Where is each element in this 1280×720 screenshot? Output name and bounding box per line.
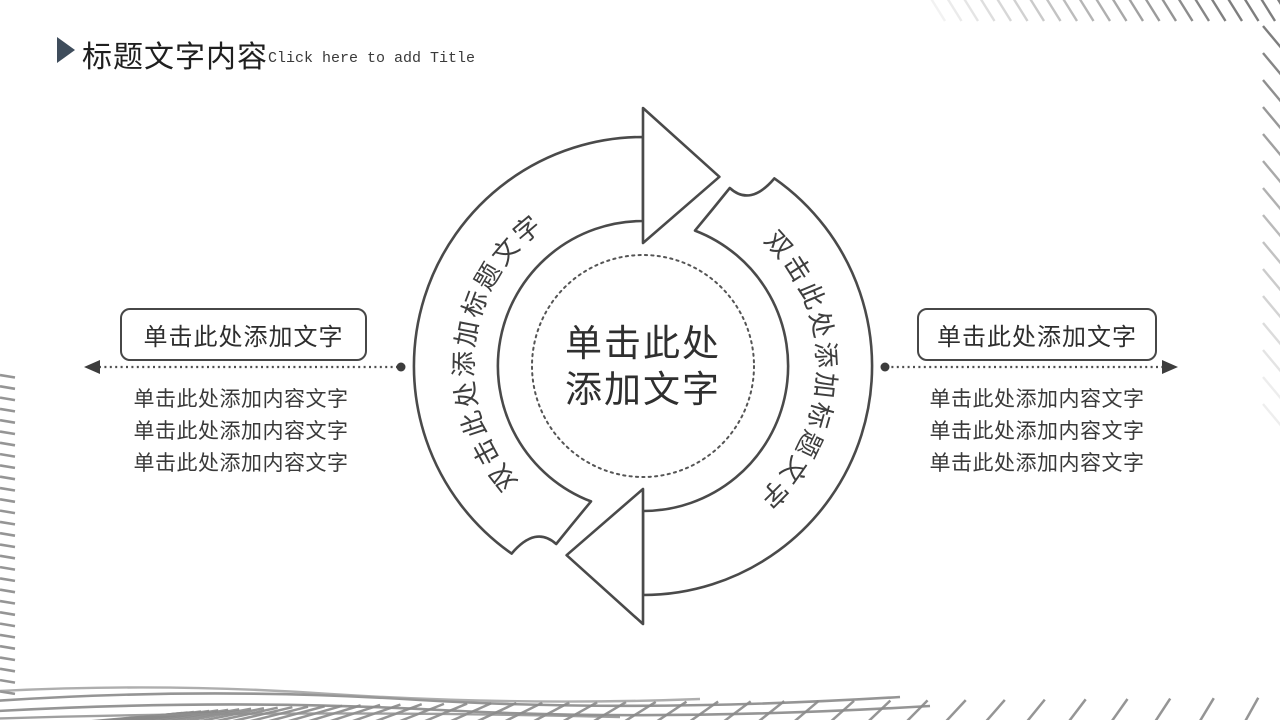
right-arrowhead-icon — [1162, 360, 1178, 374]
page-title[interactable]: 标题文字内容 — [82, 41, 268, 74]
list-item[interactable]: 单击此处添加内容文字 — [133, 451, 349, 475]
arrowhead-bottom — [565, 487, 645, 626]
center-placeholder-text[interactable]: 单击此处 添加文字 — [565, 322, 721, 414]
list-item[interactable]: 单击此处添加内容文字 — [929, 419, 1145, 443]
left-connector-dot — [396, 362, 406, 372]
title-marker-triangle-icon — [57, 37, 75, 63]
center-text-line1: 单击此处 — [565, 324, 721, 365]
right-label-box[interactable]: 单击此处添加文字 — [917, 308, 1157, 361]
left-connector — [84, 360, 406, 374]
left-content-list[interactable]: 单击此处添加内容文字 单击此处添加内容文字 单击此处添加内容文字 — [111, 383, 371, 479]
list-item[interactable]: 单击此处添加内容文字 — [133, 387, 349, 411]
right-connector-dot — [880, 362, 890, 372]
right-connector — [880, 360, 1178, 374]
page-subtitle[interactable]: Click here to add Title — [268, 50, 476, 67]
right-label-text: 单击此处添加文字 — [937, 325, 1137, 351]
dotted-circle — [531, 254, 755, 478]
right-content-list[interactable]: 单击此处添加内容文字 单击此处添加内容文字 单击此处添加内容文字 — [907, 383, 1167, 479]
list-item[interactable]: 单击此处添加内容文字 — [929, 451, 1145, 475]
center-text-line2: 添加文字 — [565, 370, 721, 411]
list-item[interactable]: 单击此处添加内容文字 — [929, 387, 1145, 411]
list-item[interactable]: 单击此处添加内容文字 — [133, 419, 349, 443]
arrow-band-right — [641, 177, 874, 597]
left-label-box[interactable]: 单击此处添加文字 — [120, 308, 367, 361]
circular-arrows — [412, 106, 874, 626]
left-arrowhead-icon — [84, 360, 100, 374]
left-label-text: 单击此处添加文字 — [143, 325, 344, 351]
